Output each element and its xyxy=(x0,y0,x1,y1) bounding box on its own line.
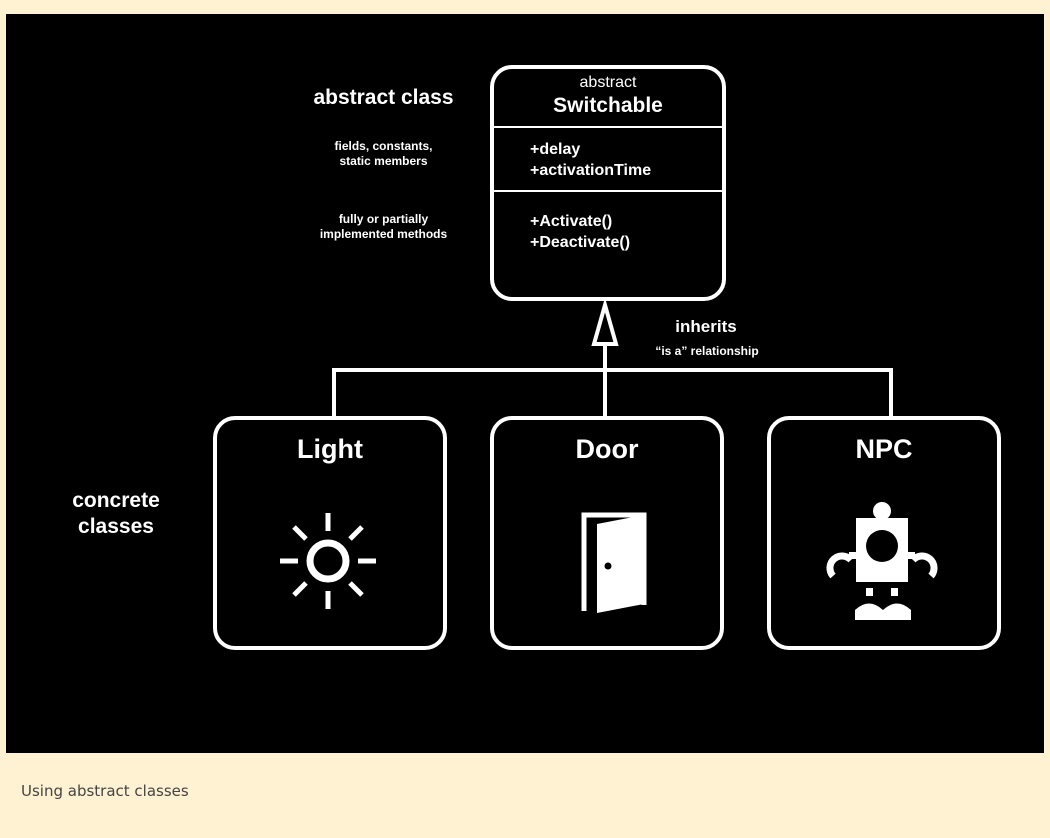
method-item: +Activate() xyxy=(530,213,613,230)
sun-icon xyxy=(280,513,376,609)
field-item: +activationTime xyxy=(530,162,652,179)
switchable-class-box: abstract Switchable +delay +activationTi… xyxy=(490,65,726,301)
fields-annotation: fields, constants, static members xyxy=(334,139,433,168)
method-item: +Deactivate() xyxy=(530,234,631,251)
light-class-name: Light xyxy=(297,434,363,464)
is-a-relationship-label: “is a” relationship xyxy=(655,344,759,358)
field-item: +delay xyxy=(530,141,581,158)
class-stereotype: abstract xyxy=(579,74,637,91)
light-class-box: Light xyxy=(213,416,447,650)
header-divider xyxy=(494,126,722,128)
connector-branch-line xyxy=(332,368,893,416)
abstract-class-label: abstract class xyxy=(313,86,454,109)
fields-divider xyxy=(494,190,722,192)
diagram-figure: abstract class fields, constants, static… xyxy=(6,14,1044,753)
inherits-label: inherits xyxy=(675,317,737,336)
methods-annotation: fully or partially implemented methods xyxy=(319,212,448,241)
door-class-box: Door xyxy=(490,416,724,650)
door-class-name: Door xyxy=(575,434,639,464)
inheritance-connectors xyxy=(332,297,893,416)
class-fields: +delay +activationTime xyxy=(530,139,651,181)
inheritance-arrowhead xyxy=(591,297,619,346)
figure-caption: Using abstract classes xyxy=(21,782,189,800)
npc-class-name: NPC xyxy=(855,434,913,464)
npc-class-box: NPC xyxy=(767,416,1001,650)
door-icon xyxy=(581,512,647,613)
robot-icon xyxy=(826,502,938,620)
class-header: abstract Switchable xyxy=(494,69,722,126)
class-name: Switchable xyxy=(553,94,663,117)
class-methods: +Activate() +Deactivate() xyxy=(530,211,630,253)
concrete-classes-label: concrete classes xyxy=(72,489,160,538)
